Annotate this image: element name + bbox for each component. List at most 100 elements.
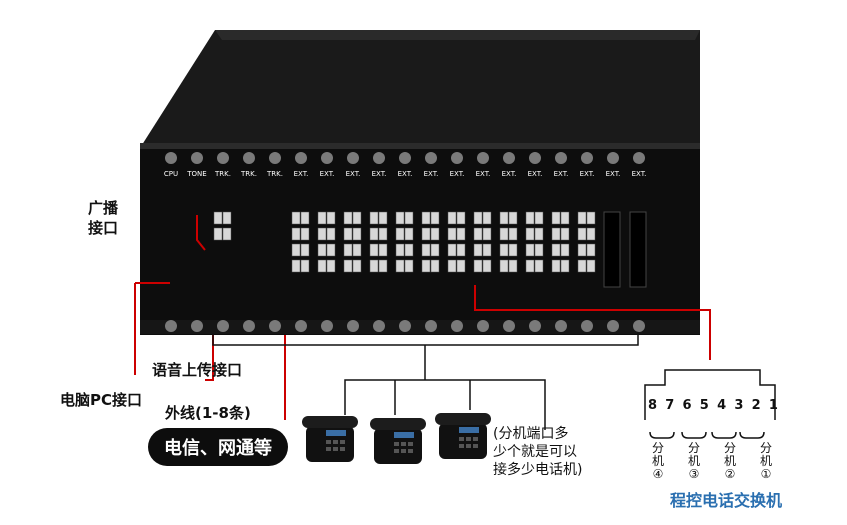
rj-pin-number: 6 xyxy=(682,398,692,413)
rj-port xyxy=(378,259,388,273)
rj-port xyxy=(586,227,596,241)
carrier-badge: 电信、网通等 xyxy=(148,428,288,466)
rj-port xyxy=(352,211,362,225)
screw-icon xyxy=(607,152,619,164)
rj-port xyxy=(534,243,544,257)
slot-label: EXT. xyxy=(501,170,517,178)
phone-icon xyxy=(302,416,358,462)
screw-icon xyxy=(347,152,359,164)
rj-port xyxy=(326,259,336,273)
rj-port xyxy=(291,259,301,273)
rj-port xyxy=(343,259,353,273)
screw-icon xyxy=(321,152,333,164)
screw-icon xyxy=(373,152,385,164)
rj-port xyxy=(291,227,301,241)
rj-port xyxy=(560,259,570,273)
slot-label: EXT. xyxy=(423,170,439,178)
extension-label-line: 分 xyxy=(652,441,665,455)
slot-label: CPU xyxy=(163,170,179,178)
slot-label: TRK. xyxy=(241,170,257,178)
rj-port xyxy=(404,227,414,241)
rj-port xyxy=(369,211,379,225)
extension-label-line: 分 xyxy=(723,441,736,455)
rj-port xyxy=(473,259,483,273)
rj-port xyxy=(499,227,509,241)
rj-port xyxy=(560,243,570,257)
pc-port-label: 电脑PC接口 xyxy=(60,391,143,409)
rj-port xyxy=(326,211,336,225)
slot-label: EXT. xyxy=(319,170,335,178)
screw-icon xyxy=(165,152,177,164)
rj-port xyxy=(447,227,457,241)
slot-label: EXT. xyxy=(605,170,621,178)
slot-label: TRK. xyxy=(267,170,283,178)
rj-port xyxy=(525,211,535,225)
rj-pin-number: 4 xyxy=(717,398,727,413)
extension-label-line: 分 xyxy=(687,441,700,455)
rj-port xyxy=(482,259,492,273)
rj-port xyxy=(525,227,535,241)
rj-port xyxy=(222,211,232,225)
rj-port xyxy=(577,227,587,241)
screw-icon xyxy=(217,320,229,332)
rj-port xyxy=(369,243,379,257)
rj-port xyxy=(560,227,570,241)
screw-icon xyxy=(425,152,437,164)
rj-port xyxy=(352,259,362,273)
rj-pin-number: 1 xyxy=(768,398,778,413)
rj-port xyxy=(499,211,509,225)
slot-label: EXT. xyxy=(553,170,569,178)
rj-port xyxy=(577,259,587,273)
rj-port xyxy=(525,243,535,257)
rj-port xyxy=(421,259,431,273)
rj-port xyxy=(222,227,232,241)
rj-pin-number: 3 xyxy=(734,398,744,413)
screw-icon xyxy=(451,152,463,164)
rj-port xyxy=(378,243,388,257)
extension-label-line: 机 xyxy=(652,454,665,468)
screw-icon xyxy=(503,152,515,164)
screw-icon xyxy=(555,320,567,332)
slot-label: TONE xyxy=(187,170,207,178)
screw-icon xyxy=(425,320,437,332)
rj-port xyxy=(508,259,518,273)
screw-icon xyxy=(191,320,203,332)
screw-icon xyxy=(477,320,489,332)
rj-port xyxy=(430,259,440,273)
broadcast-port-label: 广播 接口 xyxy=(88,199,119,237)
screw-icon xyxy=(373,320,385,332)
screw-icon xyxy=(295,152,307,164)
screw-icon xyxy=(633,320,645,332)
rj-port xyxy=(326,243,336,257)
rj-port xyxy=(317,211,327,225)
extension-label-line: 机 xyxy=(723,454,736,468)
extension-label-line: ① xyxy=(760,467,772,481)
rj-port xyxy=(395,259,405,273)
rj-port xyxy=(395,227,405,241)
extension-label-line: 分 xyxy=(759,441,772,455)
rj-port xyxy=(551,243,561,257)
rj-port xyxy=(343,243,353,257)
slot-label: EXT. xyxy=(345,170,361,178)
rj-port xyxy=(326,227,336,241)
rj-port xyxy=(369,227,379,241)
rj-port xyxy=(456,259,466,273)
rj-pin-number: 7 xyxy=(665,398,675,413)
rj-port xyxy=(456,211,466,225)
screw-icon xyxy=(217,152,229,164)
rj-port xyxy=(378,211,388,225)
extension-label-line: ③ xyxy=(688,467,700,481)
rj-port xyxy=(421,211,431,225)
rj-port xyxy=(343,227,353,241)
rj-port xyxy=(404,243,414,257)
rj-port xyxy=(586,211,596,225)
rj-port xyxy=(508,243,518,257)
trunk-line-label: 外线(1-8条) xyxy=(165,404,251,422)
rj-port xyxy=(421,243,431,257)
rj-port xyxy=(525,259,535,273)
rj-port xyxy=(352,243,362,257)
rj-port xyxy=(317,227,327,241)
screw-icon xyxy=(503,320,515,332)
